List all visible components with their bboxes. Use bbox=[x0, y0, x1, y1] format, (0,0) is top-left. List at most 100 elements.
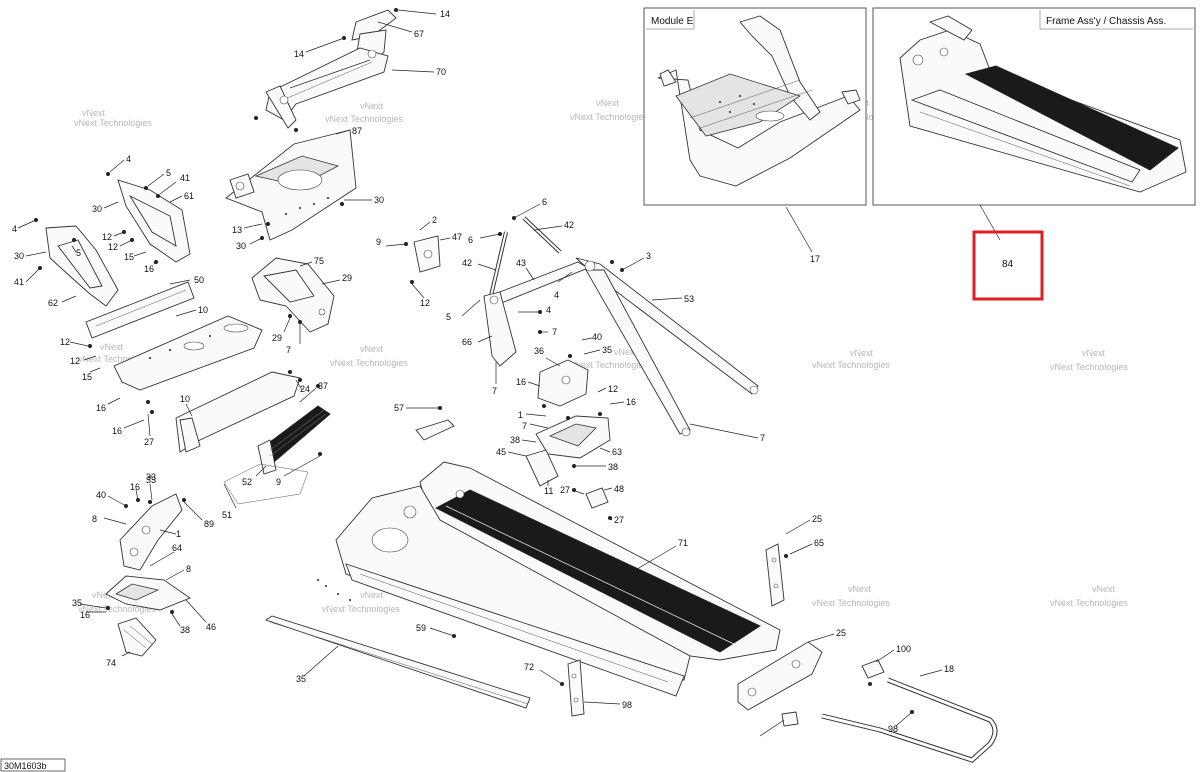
callout-label: 61 bbox=[184, 191, 194, 201]
watermark-text: vNext Technologies bbox=[330, 358, 408, 368]
callout-label: 62 bbox=[48, 298, 58, 308]
part-group-bracket-71[interactable] bbox=[765, 543, 788, 607]
watermark-text: vNext Technologies bbox=[570, 112, 648, 122]
watermark-text: vNext bbox=[82, 108, 106, 118]
watermark-text: vNext bbox=[360, 344, 384, 354]
callout-label: 45 bbox=[496, 447, 506, 457]
callout-label: 9 bbox=[276, 477, 281, 487]
diagram-reference: 30M1603b bbox=[0, 758, 66, 772]
watermark-text: vNext Technologies bbox=[812, 598, 890, 608]
callout-label: 40 bbox=[96, 490, 106, 500]
watermark-text: vNext Technologies bbox=[322, 604, 400, 614]
callout-label: 35 bbox=[72, 598, 82, 608]
watermark-text: vNext Technologies bbox=[78, 354, 156, 364]
callout-label: 98 bbox=[622, 700, 632, 710]
part-group-bracket-45[interactable] bbox=[525, 449, 576, 492]
watermark-text: vNext Technologies bbox=[74, 118, 152, 128]
module-e-frame-drawing bbox=[657, 15, 861, 187]
callout-label: 89 bbox=[204, 519, 214, 529]
part-group-bumper-100[interactable] bbox=[781, 659, 998, 763]
callout-label: 1 bbox=[518, 410, 523, 420]
callout-label: 7 bbox=[552, 327, 557, 337]
callout-label: 71 bbox=[678, 538, 688, 548]
watermark-text: vNext bbox=[360, 590, 384, 600]
callout-label: 13 bbox=[232, 225, 242, 235]
callout-label: 72 bbox=[524, 662, 534, 672]
part-group-tunnel-59[interactable] bbox=[317, 461, 781, 697]
callout-label: 7 bbox=[492, 386, 497, 396]
part-group-suspension-rods[interactable] bbox=[404, 216, 759, 437]
watermark-text: vNext Technologies bbox=[1050, 598, 1128, 608]
part-group-bracket-48[interactable] bbox=[585, 487, 612, 520]
callout-label: 41 bbox=[14, 277, 24, 287]
callout-label: 25 bbox=[812, 514, 822, 524]
callout-label: 30 bbox=[14, 251, 24, 261]
part-group-under-panel-24[interactable] bbox=[175, 370, 320, 453]
part-group-support-75[interactable] bbox=[251, 257, 335, 333]
callout-label: 16 bbox=[80, 610, 90, 620]
callout-label: 18 bbox=[944, 664, 954, 674]
watermark-text: vNext bbox=[360, 101, 384, 111]
part-group-floor-panel-50[interactable] bbox=[85, 281, 195, 348]
part-group-bracket-72[interactable] bbox=[560, 659, 585, 717]
callout-label: 50 bbox=[194, 275, 204, 285]
callout-label: 12 bbox=[420, 298, 430, 308]
callout-label: 38 bbox=[180, 625, 190, 635]
callout-label: 4 bbox=[554, 290, 559, 300]
callout-label: 17 bbox=[810, 254, 820, 264]
watermark-text: vNext bbox=[100, 342, 124, 352]
part-group-bracket-63[interactable] bbox=[535, 412, 611, 459]
part-group-steering-bracket[interactable] bbox=[254, 8, 398, 132]
part-group-footrest-46[interactable] bbox=[117, 617, 157, 657]
callout-label: 7 bbox=[522, 421, 527, 431]
watermark-text: vNext Technologies bbox=[78, 604, 156, 614]
callout-label: 40 bbox=[592, 332, 602, 342]
callout-label: 29 bbox=[272, 333, 282, 343]
callout-label: 36 bbox=[534, 346, 544, 356]
part-group-side-frame-61[interactable] bbox=[106, 172, 191, 264]
callout-label: 5 bbox=[446, 312, 451, 322]
callout-label: 1 bbox=[176, 529, 181, 539]
watermark-text: vNext Technologies bbox=[812, 360, 890, 370]
part-group-side-frame-62[interactable] bbox=[34, 218, 119, 307]
callout-label: 67 bbox=[414, 29, 424, 39]
callout-label: 12 bbox=[108, 242, 118, 252]
callout-label: 27 bbox=[614, 515, 624, 525]
inset-frame-assembly[interactable]: Frame Ass'y / Chassis Ass. bbox=[872, 7, 1196, 206]
watermark-text: vNext bbox=[614, 347, 638, 357]
callout-label: 16 bbox=[130, 482, 140, 492]
highlighted-callout-label: 84 bbox=[1002, 259, 1014, 270]
callout-label: 75 bbox=[314, 256, 324, 266]
highlighted-callout-84[interactable]: 84 bbox=[972, 230, 1044, 301]
watermark-text: vNext bbox=[596, 98, 620, 108]
callout-label: 7 bbox=[760, 433, 765, 443]
callout-label: 16 bbox=[516, 377, 526, 387]
part-group-bracket-64[interactable] bbox=[105, 575, 191, 614]
callout-label: 10 bbox=[180, 394, 190, 404]
part-group-strap-57[interactable] bbox=[415, 406, 455, 441]
callout-layer: 14 67 14 70 87 30 4 5 41 61 30 12 12 15 … bbox=[12, 9, 954, 737]
callout-label: 27 bbox=[560, 485, 570, 495]
callout-label: 4 bbox=[126, 154, 131, 164]
callout-label: 66 bbox=[462, 337, 472, 347]
part-group-floor-panel-10[interactable] bbox=[113, 315, 263, 414]
watermark-text: vNext bbox=[850, 348, 874, 358]
callout-label: 59 bbox=[416, 623, 426, 633]
callout-label: 12 bbox=[608, 384, 618, 394]
inset-module-e[interactable]: Module E bbox=[643, 7, 867, 206]
callout-label: 6 bbox=[468, 235, 473, 245]
part-group-running-board-74[interactable] bbox=[264, 615, 531, 709]
callout-label: 7 bbox=[286, 345, 291, 355]
callout-label: 30 bbox=[374, 195, 384, 205]
callout-label: 42 bbox=[564, 220, 574, 230]
part-group-bracket-36[interactable] bbox=[537, 354, 589, 408]
callout-label: 11 bbox=[544, 486, 553, 496]
callout-label: 5 bbox=[76, 248, 81, 258]
callout-label: 3 bbox=[646, 251, 651, 261]
callout-label: 4 bbox=[546, 305, 551, 315]
callout-label: 16 bbox=[96, 403, 106, 413]
part-group-heat-exchanger-37[interactable] bbox=[223, 405, 331, 505]
callout-label: 29 bbox=[342, 273, 352, 283]
part-group-bulkhead-87[interactable] bbox=[225, 129, 357, 241]
